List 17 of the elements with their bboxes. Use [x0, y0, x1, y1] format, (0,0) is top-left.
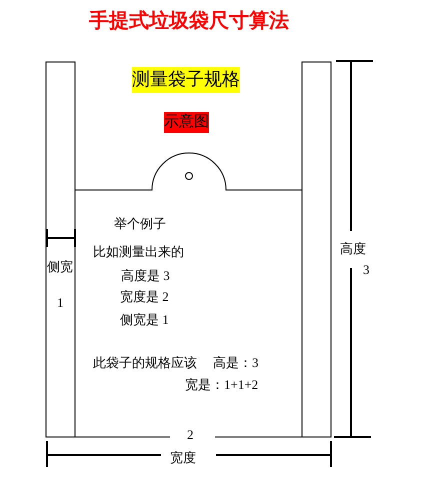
text-label: 比如测量出来的 — [93, 245, 184, 260]
dimension-value: 1 — [57, 296, 64, 310]
dimension-value: 3 — [363, 263, 370, 278]
heading-label: 测量袋子规格 — [132, 67, 240, 93]
text-label: 宽是：1+1+2 — [185, 378, 258, 392]
text-label: 高是：3 — [213, 356, 258, 370]
title: 手提式垃圾袋尺寸算法 — [89, 10, 289, 32]
text-label: 宽度是 2 — [120, 290, 169, 304]
dimension-label: 高度 — [340, 242, 366, 256]
text-label: 高度是 3 — [121, 269, 170, 284]
text-label: 侧宽是 1 — [120, 313, 169, 328]
dimension-label: 宽度 — [170, 451, 196, 466]
heading-label: 示意图 — [164, 112, 209, 132]
dimension-value: 2 — [187, 428, 194, 442]
text-label: 举个例子 — [114, 217, 166, 232]
dimension-label: 侧宽 — [47, 260, 73, 274]
text-label: 此袋子的规格应该 — [93, 356, 197, 370]
